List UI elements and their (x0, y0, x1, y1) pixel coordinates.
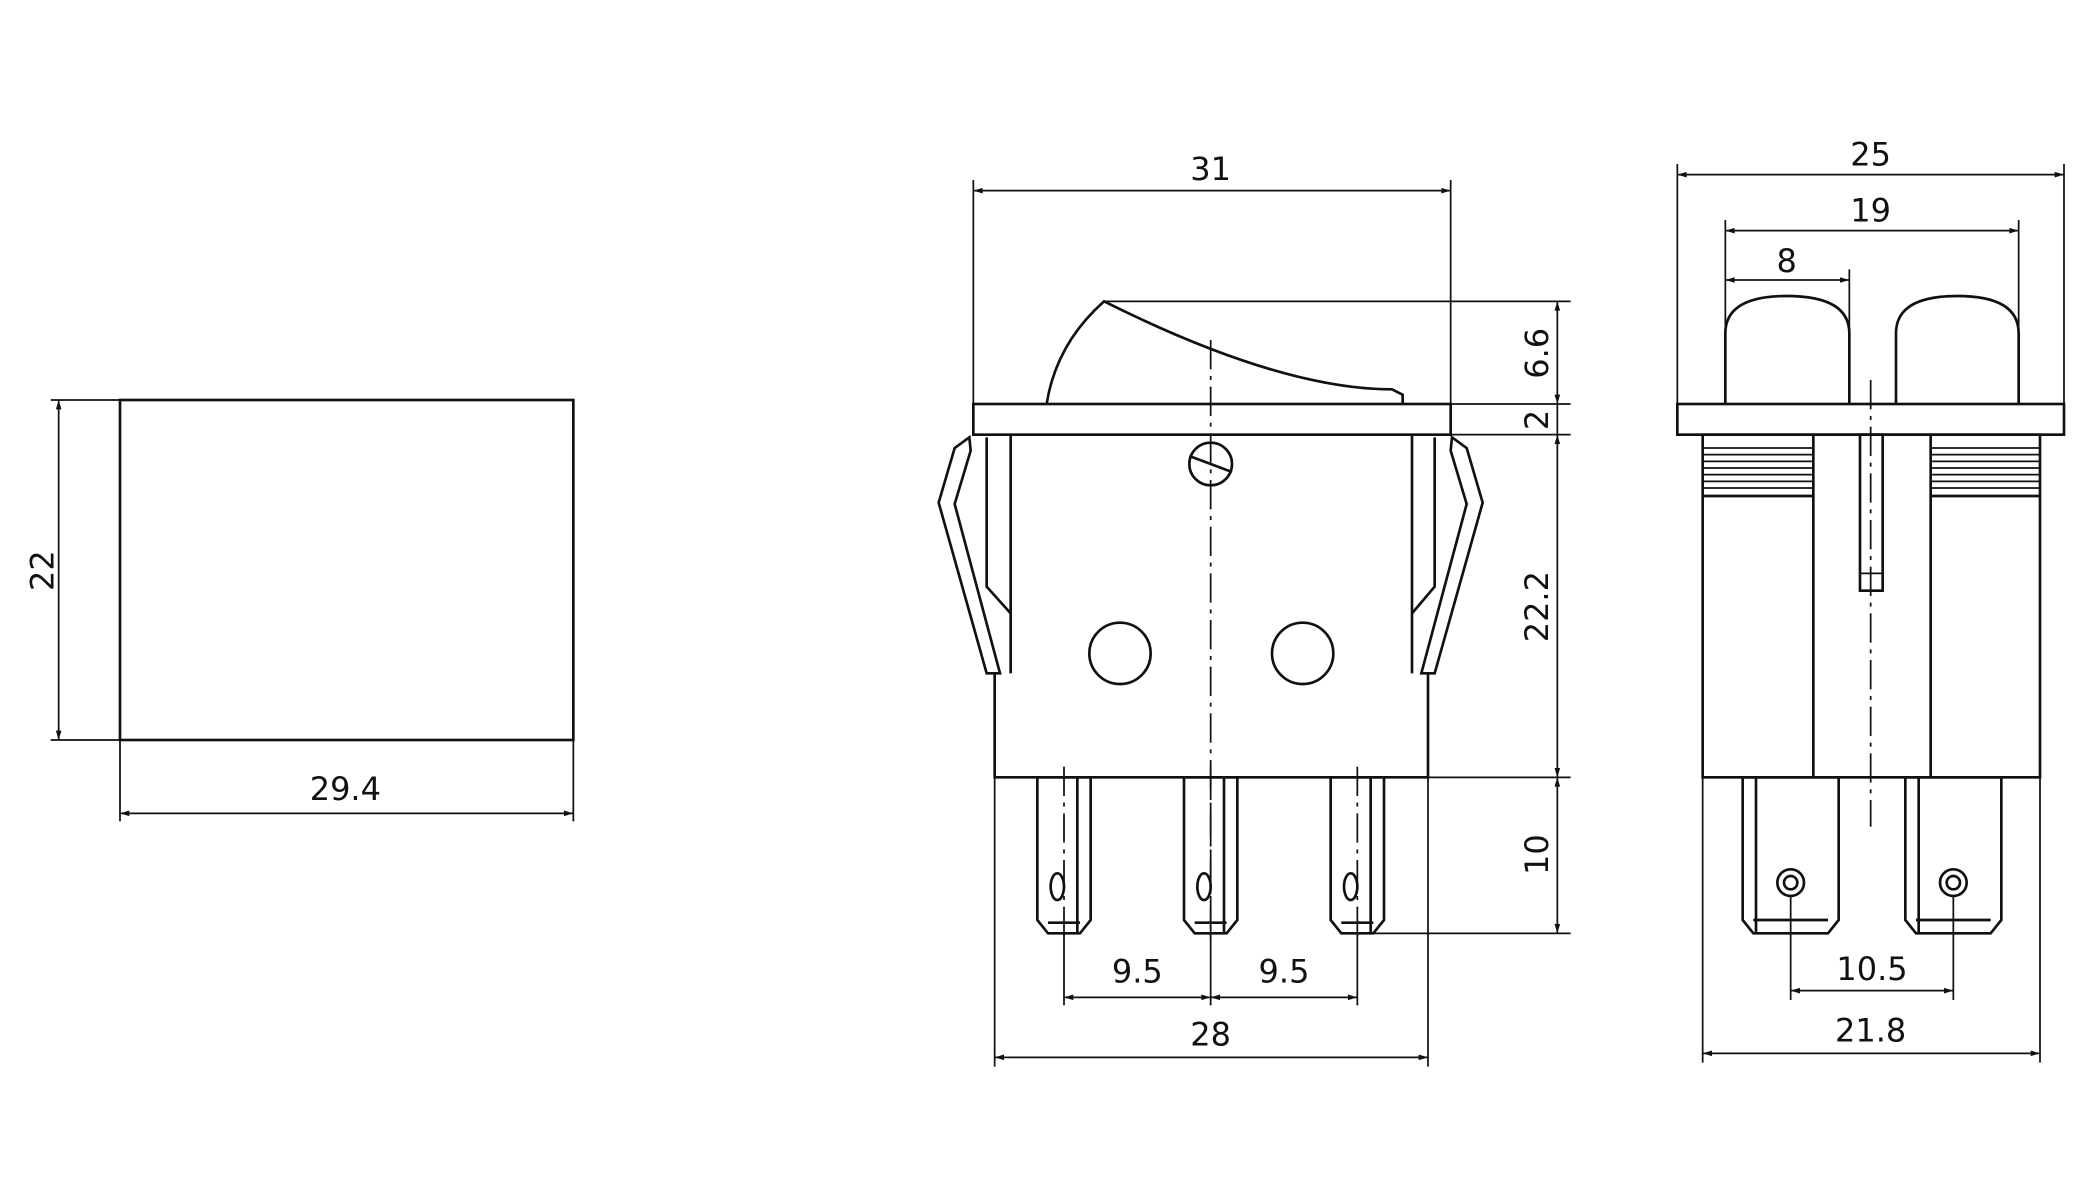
dim-lamp-span: 19 (1724, 191, 2020, 334)
bezel (972, 402, 1452, 436)
dim-label: 8 (1776, 242, 1796, 280)
lamp-hole-left (1088, 621, 1152, 686)
dim-label: 21.8 (1835, 1011, 1906, 1049)
dim-side-overall: 25 (1676, 135, 2065, 404)
lamp-left (1724, 294, 1851, 404)
terminal-hole (1049, 872, 1066, 902)
dim-vertical-stack: 6.6 2 22.2 10 (1104, 300, 1571, 935)
terminal (1904, 776, 2003, 935)
dim-label: 28 (1190, 1015, 1231, 1053)
dim-label: 10.5 (1836, 950, 1907, 988)
rocker-actuator (1045, 299, 1404, 405)
terminal-hole (1196, 872, 1212, 902)
panel-cutout-view: 22 29.4 (23, 398, 575, 822)
dim-lamp-width: 8 (1725, 242, 1851, 334)
lamp-hole-right (1270, 621, 1335, 686)
terminal (1036, 766, 1092, 940)
left-snap-clip (937, 434, 1012, 675)
dim-label: 10 (1518, 834, 1556, 875)
body-ribs (1702, 447, 2040, 489)
dim-label: 19 (1850, 191, 1891, 229)
dim-side-terminal-pitch: 10.5 (1789, 896, 1955, 1000)
dim-label: 6.6 (1518, 328, 1556, 379)
terminal-hole (1775, 868, 1806, 898)
dim-label: 22 (23, 550, 61, 591)
dim-label: 9.5 (1259, 953, 1310, 991)
front-view: 31 6.6 2 22.2 10 9.5 9.5 (937, 150, 1571, 1067)
side-view: 25 19 8 10.5 21.8 (1675, 135, 2066, 1063)
terminal (1329, 766, 1386, 940)
dim-label: 2 (1518, 410, 1556, 430)
dim-cutout-height: 22 (23, 399, 120, 741)
terminal-hole (1342, 872, 1359, 902)
right-snap-clip (1410, 434, 1485, 675)
terminal (1182, 766, 1239, 940)
dim-cutout-width: 29.4 (119, 740, 575, 822)
dim-side-body-width: 21.8 (1701, 777, 2041, 1063)
lamp-right (1894, 294, 2020, 404)
cutout-outline (118, 398, 575, 742)
dim-terminal-pitch: 9.5 9.5 (1063, 933, 1359, 1006)
dim-body-width: 28 (993, 777, 1429, 1067)
dim-label: 31 (1190, 150, 1231, 188)
dim-label: 9.5 (1112, 953, 1163, 991)
dim-label: 29.4 (310, 770, 381, 808)
dim-label: 22.2 (1518, 571, 1556, 642)
dim-label: 25 (1850, 135, 1891, 173)
terminal-hole (1938, 868, 1968, 898)
screw (1187, 441, 1234, 487)
dim-overall-width: 31 (972, 150, 1452, 404)
